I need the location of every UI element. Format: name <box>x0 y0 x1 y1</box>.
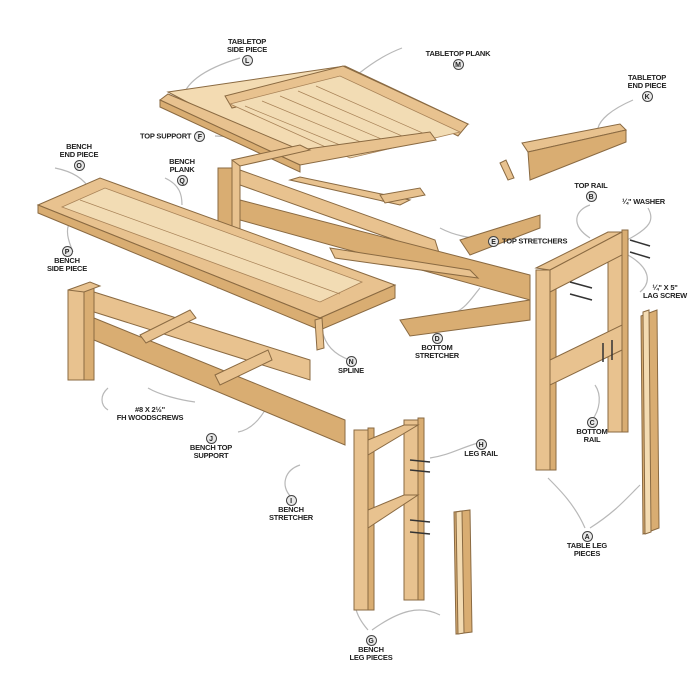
label-woodscrews: #8 x 2½" Fh WOODSCREWS <box>116 405 184 422</box>
tag-E: E <box>488 236 499 247</box>
lag-screws <box>569 239 651 362</box>
tag-H: H <box>475 439 487 450</box>
table-leg-assembly <box>534 229 660 535</box>
tag-B: B <box>585 191 597 202</box>
tag-M: M <box>452 59 464 70</box>
bench-leg-assembly <box>353 417 473 635</box>
tag-A: A <box>581 531 593 542</box>
tag-K: K <box>641 91 653 102</box>
tabletop-assembly <box>159 65 627 181</box>
tag-N: N <box>345 356 357 367</box>
tag-Q: Q <box>176 175 188 186</box>
label-lag-screw: ¼" x 5" LAG SCREW <box>642 283 688 300</box>
bench-base <box>67 281 473 635</box>
tag-C: C <box>586 417 598 428</box>
tag-J: J <box>205 433 217 444</box>
tag-L: L <box>241 55 253 66</box>
tag-P: P <box>61 246 73 257</box>
tag-I: I <box>285 495 297 506</box>
tag-D: D <box>431 333 443 344</box>
tag-G: G <box>365 635 377 646</box>
tag-F: F <box>194 131 206 142</box>
bench-top-assembly <box>36 177 397 351</box>
tag-O: O <box>73 160 85 171</box>
label-washer: ¼" WASHER <box>622 197 666 206</box>
